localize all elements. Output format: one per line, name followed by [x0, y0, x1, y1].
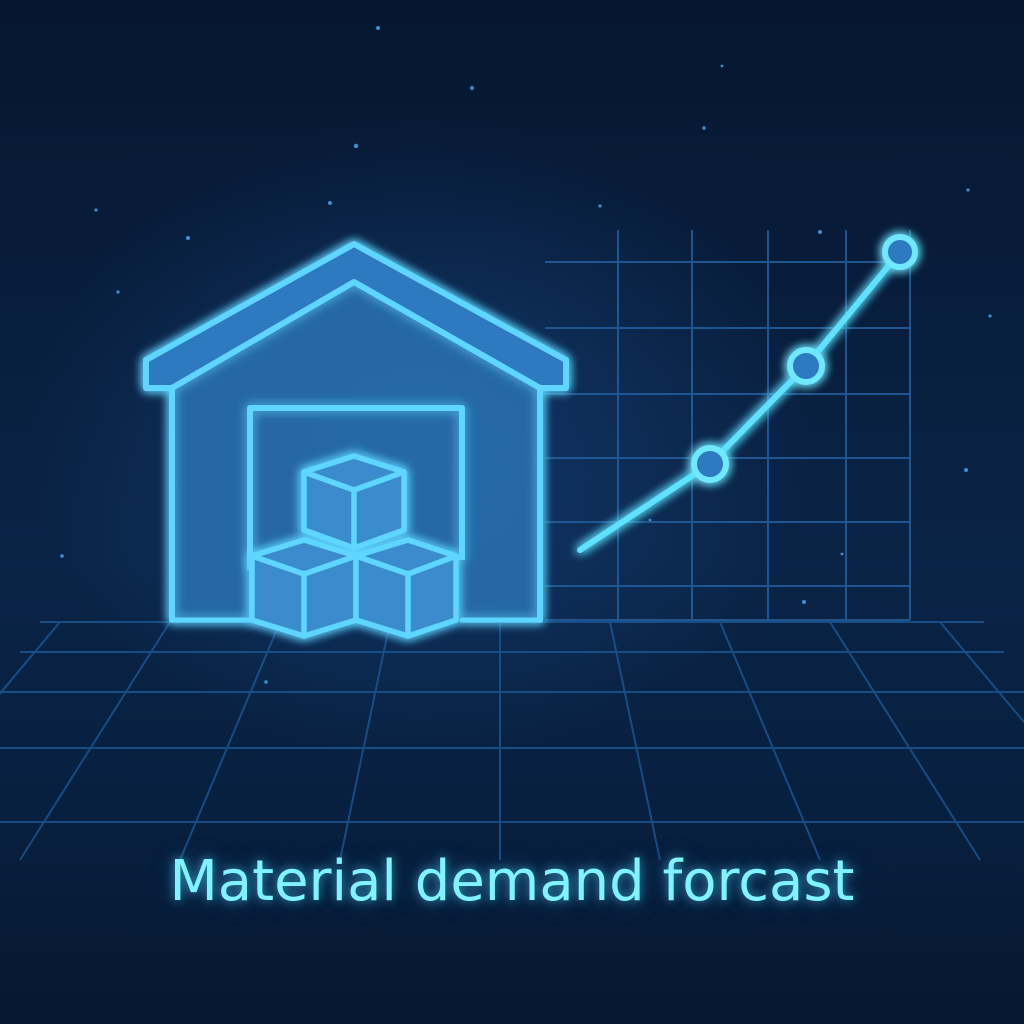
caption-title: Material demand forcast — [169, 849, 855, 914]
chart-grid — [545, 230, 911, 621]
stacked-boxes-icon — [249, 453, 459, 639]
background-stars — [60, 26, 992, 684]
trend-line-icon — [577, 234, 918, 553]
floor-grid — [0, 621, 1024, 861]
warehouse-icon — [143, 241, 569, 623]
